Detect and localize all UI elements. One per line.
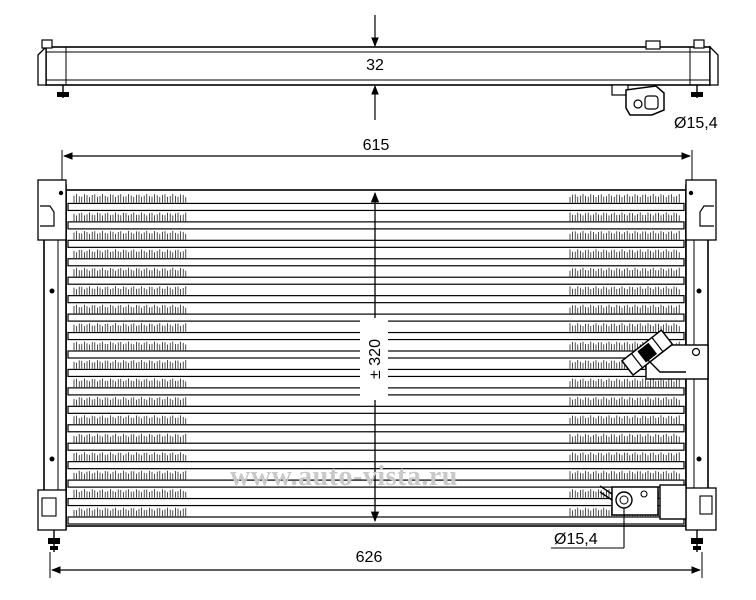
core-fin-hatch: [73, 489, 187, 498]
core-fin-hatch: [569, 470, 680, 480]
core-fin-hatch: [569, 286, 680, 295]
core-fin-hatch: [569, 452, 680, 461]
core-fin-hatch: [73, 378, 187, 388]
top-view-right-bracket: [709, 45, 719, 86]
right-bottom-pin-nut: [691, 538, 703, 544]
dimension-core-height: ± 320: [360, 191, 388, 523]
core-fin-hatch: [73, 433, 187, 443]
outlet-flange-hole: [640, 490, 648, 498]
core-fin-hatch: [569, 267, 680, 277]
core-fin-hatch: [73, 267, 187, 277]
right-top-bracket-slot: [699, 205, 714, 227]
core-tube: [67, 424, 685, 433]
core-tube: [67, 221, 685, 230]
core-fin-hatch: [73, 249, 187, 258]
core-fin-hatch: [569, 396, 680, 406]
inlet-flange-hole: [691, 347, 701, 357]
watermark: www.auto-vista.ru: [230, 461, 458, 492]
left-bottom-bracket-tab: [41, 497, 57, 517]
right-mount-bolt: [696, 288, 702, 294]
core-fin-hatch: [73, 415, 187, 424]
core-fin-hatch: [569, 415, 680, 424]
core-tube: [67, 202, 685, 212]
dimension-core-width: 615: [61, 134, 693, 193]
core-fin-hatch: [73, 341, 187, 351]
dimension-label-core-width: 615: [363, 137, 390, 154]
core-tube: [67, 239, 685, 248]
core-fin-hatch: [73, 360, 187, 369]
inlet-pipe-detail: [630, 353, 643, 369]
left-bottom-pin-nut: [48, 538, 60, 544]
dimension-label-bg: [360, 318, 388, 400]
core-fin-hatch: [569, 249, 680, 258]
core-tube: [67, 442, 685, 451]
core-tube: [67, 479, 685, 488]
left-top-bolt: [58, 190, 64, 196]
core-tube: [67, 516, 685, 525]
core-fin-hatch: [73, 323, 187, 332]
core-fin-hatch: [569, 323, 680, 332]
outlet-port-inner: [619, 495, 629, 505]
core-fin-hatch: [73, 470, 187, 480]
core-fin-hatch: [73, 194, 187, 203]
dimension-label-bottom-pipe-diameter: Ø15,4: [554, 531, 598, 548]
left-mount-bolt: [49, 456, 55, 462]
dimension-bottom-pipe: Ø15,4: [551, 508, 625, 549]
core-fin-hatch: [73, 304, 187, 314]
top-view-flange-hole: [633, 99, 643, 109]
core-tube: [67, 258, 685, 267]
inlet-pipe-run: [647, 359, 686, 373]
core-fin-hatch: [569, 194, 680, 203]
right-bottom-bracket-tab: [699, 495, 713, 515]
top-view-left-tab: [41, 39, 53, 49]
core-tube: [67, 276, 685, 285]
left-bottom-pin-nut: [50, 546, 58, 550]
core-fin-hatch: [569, 230, 680, 240]
core-fin-hatch: [73, 396, 187, 406]
dimension-overall-width: 626: [49, 546, 703, 578]
right-mount-bolt: [696, 456, 702, 462]
dimension-label-overall-width: 626: [356, 549, 383, 566]
right-bottom-pin-nut: [693, 546, 701, 550]
core-tube: [67, 295, 685, 304]
core-fin-hatch: [73, 286, 187, 295]
core-tube: [67, 405, 685, 414]
top-view-pin-right-nut: [691, 92, 703, 97]
dimension-label-bg: [360, 54, 390, 74]
core-fin-hatch: [569, 212, 680, 222]
core-fin-hatch: [73, 452, 187, 461]
top-view-right-tab: [693, 39, 705, 49]
right-top-bolt: [688, 190, 694, 196]
inlet-pipe-nut: [637, 342, 658, 363]
dimension-label-bg: [357, 134, 395, 152]
top-view-left-bracket: [37, 45, 47, 86]
core-tube: [67, 497, 685, 507]
dimension-label-top-height: 32: [366, 57, 384, 74]
core-fins: [73, 194, 680, 517]
core-fin-hatch: [73, 507, 187, 517]
top-view-fitting-cap: [645, 40, 661, 50]
top-view-pin-left-nut: [57, 92, 69, 97]
dimension-label-core-height: ± 320: [367, 339, 384, 379]
inlet-pipe-detail: [651, 337, 664, 353]
core-fin-hatch: [73, 230, 187, 240]
dimension-top-height: 32: [360, 15, 390, 120]
top-view: [37, 39, 719, 116]
core-fin-hatch: [569, 378, 680, 388]
left-mount-bolt: [49, 288, 55, 294]
core-tube: [67, 461, 685, 470]
outlet-block: [659, 484, 687, 520]
core-fin-hatch: [569, 304, 680, 314]
top-view-flange-port: [644, 95, 659, 110]
dimension-label-bg: [351, 546, 387, 564]
core-fin-hatch: [73, 212, 187, 222]
dimension-label-top-pipe-diameter: Ø15,4: [674, 115, 718, 132]
left-top-bracket-slot: [40, 205, 55, 227]
core-fin-hatch: [569, 433, 680, 443]
